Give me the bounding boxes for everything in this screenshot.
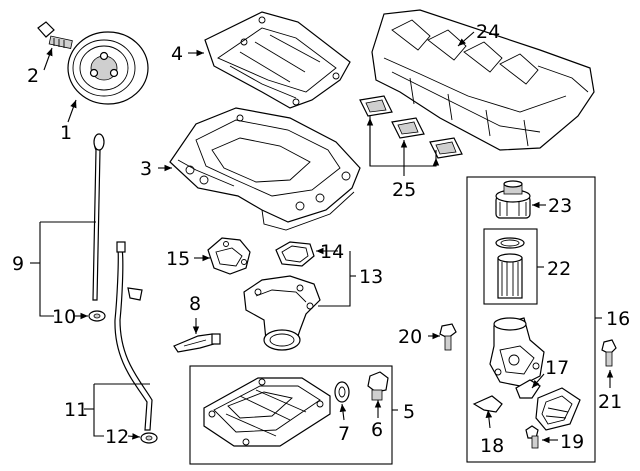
oil-pump[interactable] — [243, 275, 321, 351]
callout-21: 21 — [598, 391, 622, 413]
crankshaft-pulley[interactable] — [67, 31, 149, 105]
oil-pan-upper[interactable] — [169, 107, 361, 231]
dipstick-o-ring[interactable] — [88, 310, 106, 322]
callout-9: 9 — [12, 253, 24, 275]
oil-pump-cover[interactable] — [207, 237, 251, 275]
tube-o-ring[interactable] — [140, 432, 158, 444]
housing-bolt[interactable] — [439, 323, 457, 351]
pump-gasket[interactable] — [275, 241, 315, 267]
callout-5: 5 — [403, 401, 415, 423]
manifold-gaskets[interactable] — [359, 95, 463, 159]
callout-labels: 1 2 3 4 5 6 7 8 9 10 11 12 13 14 15 16 1… — [12, 21, 630, 457]
callout-3: 3 — [140, 158, 152, 180]
oil-filter-cap[interactable] — [495, 180, 531, 219]
sealant-tube[interactable] — [173, 333, 221, 353]
oil-filter-housing[interactable] — [489, 317, 545, 387]
callout-11: 11 — [64, 399, 88, 421]
cooler-bolt[interactable] — [525, 425, 539, 449]
stud-bolt[interactable] — [601, 339, 617, 367]
callout-8: 8 — [189, 293, 201, 315]
lower-pan-box — [189, 365, 393, 465]
cooler-bracket[interactable] — [472, 395, 503, 413]
callout-14: 14 — [320, 241, 344, 263]
callout-20: 20 — [398, 326, 422, 348]
callout-24: 24 — [476, 21, 500, 43]
intake-manifold[interactable] — [371, 9, 595, 151]
callout-6: 6 — [371, 419, 383, 441]
oil-filter-box — [466, 176, 596, 463]
callout-15: 15 — [166, 248, 190, 270]
baffle-plate[interactable] — [204, 11, 351, 109]
dipstick-tube[interactable] — [114, 241, 153, 431]
callout-22: 22 — [547, 258, 571, 280]
callout-1: 1 — [60, 122, 72, 144]
callout-12: 12 — [105, 426, 129, 448]
drain-plug-washer[interactable] — [334, 381, 350, 403]
callout-18: 18 — [480, 435, 504, 457]
callout-7: 7 — [338, 423, 350, 445]
oil-pan-lower[interactable] — [203, 377, 331, 447]
callout-10: 10 — [52, 306, 76, 328]
drain-plug[interactable] — [367, 371, 389, 401]
callout-25: 25 — [392, 179, 416, 201]
callout-2: 2 — [27, 65, 39, 87]
callout-19: 19 — [560, 431, 584, 453]
pulley-bolt[interactable] — [37, 21, 73, 49]
callout-4: 4 — [171, 43, 183, 65]
oil-dipstick[interactable] — [92, 133, 105, 301]
callout-16: 16 — [606, 308, 630, 330]
callout-23: 23 — [548, 195, 572, 217]
leader-lines — [30, 31, 614, 444]
callout-13: 13 — [359, 266, 383, 288]
oil-cooler[interactable] — [535, 387, 581, 431]
oil-filter-element[interactable] — [495, 237, 525, 299]
callout-17: 17 — [545, 357, 569, 379]
